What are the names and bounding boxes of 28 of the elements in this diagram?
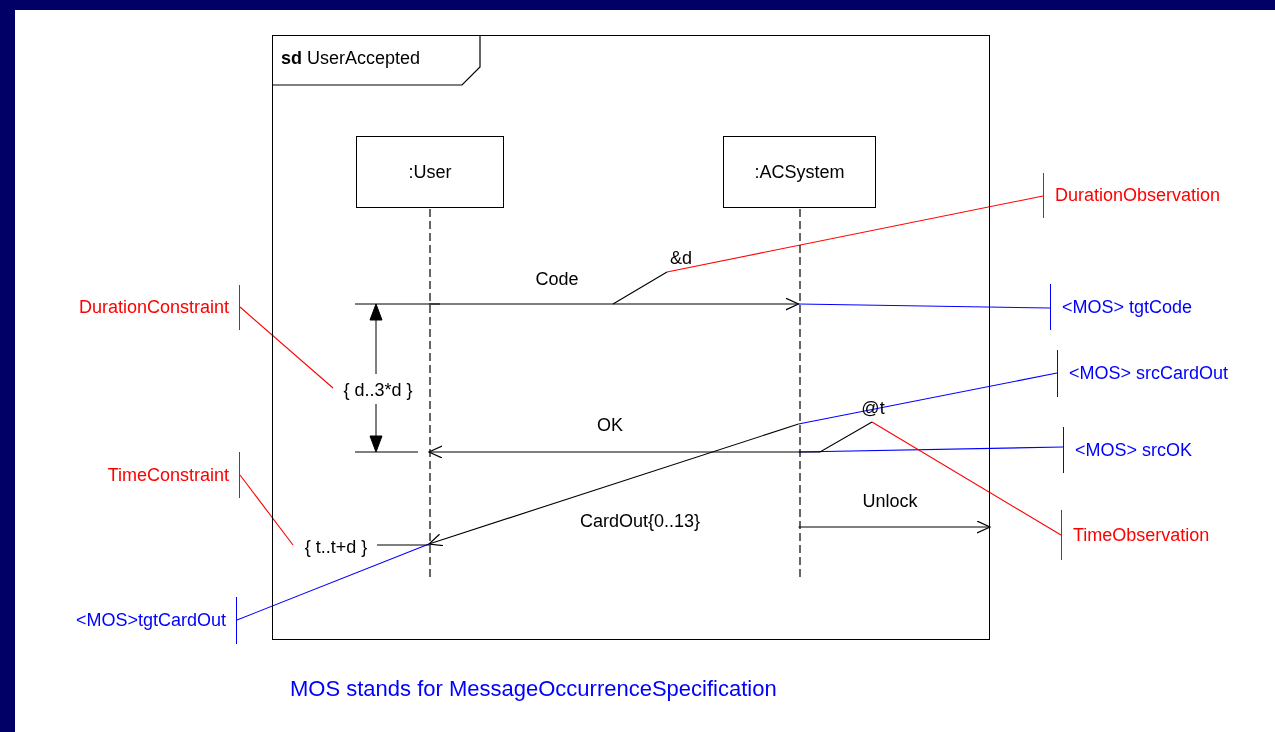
message-arrow [428,297,800,311]
leader-line [612,271,668,305]
leader-line [871,421,1062,536]
leader-line [666,195,1044,273]
annotation-text: { d..3*d } [334,377,422,403]
leader-line [236,543,430,621]
leader-line [797,446,1064,453]
annotation-text: &d [663,243,699,273]
message-arrow [428,445,800,459]
callout-label: <MOS> tgtCode [1050,284,1240,330]
callout-label: TimeObservation [1061,510,1261,560]
lifeline-head: :User [356,136,504,208]
leader-line [376,544,430,546]
leader-line [239,306,334,389]
frame-title: sd UserAccepted [281,48,421,69]
message-arrow [428,423,800,547]
leader-line [797,372,1058,425]
callout-label: DurationObservation [1043,173,1258,218]
callout-label: <MOS> srcCardOut [1057,350,1267,397]
callout-label: DurationConstraint [40,285,240,330]
leader-line [797,303,1051,309]
lifeline-head: :ACSystem [723,136,876,208]
annotation-text: { t..t+d } [294,534,378,560]
leader-line [239,474,294,546]
caption: MOS stands for MessageOccurrenceSpecification [290,676,777,702]
callout-label: <MOS>tgtCardOut [20,597,237,644]
callout-label: <MOS> srcOK [1063,427,1233,473]
callout-label: TimeConstraint [40,452,240,498]
